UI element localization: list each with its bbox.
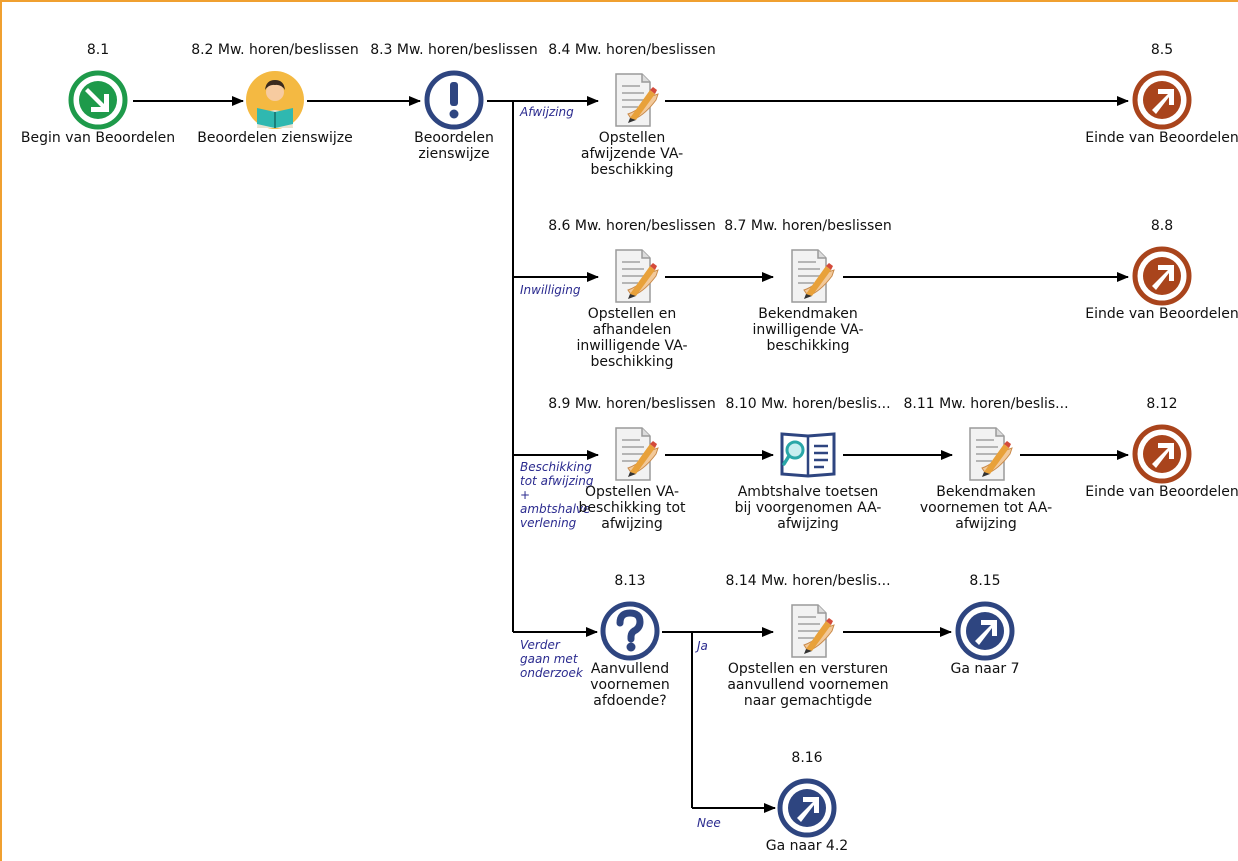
node-label: Ga naar 4.2 <box>765 838 849 854</box>
document-edit-icon <box>791 604 835 658</box>
edge-label-ja: Ja <box>697 639 708 653</box>
node-8-8[interactable]: 8.8 Einde van Beoordelen <box>1085 218 1238 348</box>
node-label: Einde van Beoordelen <box>1085 306 1238 322</box>
node-number: 8.12 <box>1146 396 1178 412</box>
node-label: Beoordelen zienswijze <box>414 130 494 162</box>
node-number: 8.2 Mw. horen/beslissen <box>191 42 359 58</box>
exclamation-gateway-icon <box>424 70 484 130</box>
node-label: Ga naar 7 <box>950 661 1020 677</box>
edge-label-afwijzing: Afwijzing <box>520 105 574 119</box>
node-8-16[interactable]: 8.16 Ga naar 4.2 <box>757 750 857 860</box>
node-label: Aanvullend voornemen afdoende? <box>590 661 670 709</box>
node-number: 8.8 <box>1150 218 1174 234</box>
end-event-icon <box>1132 70 1192 130</box>
node-8-12[interactable]: 8.12 Einde van Beoordelen <box>1085 396 1238 526</box>
node-8-11[interactable]: 8.11 Mw. horen/beslis... Bekendmaken voo… <box>903 396 1068 546</box>
node-number: 8.7 Mw. horen/beslissen <box>724 218 892 234</box>
node-8-15[interactable]: 8.15 Ga naar 7 <box>935 573 1035 703</box>
node-8-14[interactable]: 8.14 Mw. horen/beslis... Opstellen en ve… <box>725 573 890 723</box>
node-8-3[interactable]: 8.3 Mw. horen/beslissen Beoordelen ziens… <box>370 42 538 172</box>
node-8-4[interactable]: 8.4 Mw. horen/beslissen Opstellen afwijz… <box>548 42 716 182</box>
node-number: 8.5 <box>1150 42 1174 58</box>
node-8-9[interactable]: 8.9 Mw. horen/beslissen Opstellen VA-bes… <box>548 396 716 546</box>
node-number: 8.11 Mw. horen/beslis... <box>903 396 1069 412</box>
goto-link-icon <box>955 601 1015 661</box>
node-8-1[interactable]: 8.1 Begin van Beoordelen <box>21 42 175 172</box>
node-number: 8.3 Mw. horen/beslissen <box>370 42 538 58</box>
document-edit-icon <box>791 249 835 303</box>
node-label: Einde van Beoordelen <box>1085 130 1238 146</box>
node-label: Bekendmaken inwilligende VA-beschikking <box>752 306 864 354</box>
question-gateway-icon <box>600 601 660 661</box>
document-edit-icon <box>969 427 1013 481</box>
node-label: Opstellen afwijzende VA-beschikking <box>580 130 684 178</box>
node-number: 8.1 <box>86 42 110 58</box>
document-edit-icon <box>615 73 659 127</box>
node-8-2[interactable]: 8.2 Mw. horen/beslissen Beoordelen ziens… <box>191 42 359 172</box>
node-number: 8.6 Mw. horen/beslissen <box>548 218 716 234</box>
node-number: 8.9 Mw. horen/beslissen <box>548 396 716 412</box>
end-event-icon <box>1132 246 1192 306</box>
document-edit-icon <box>615 427 659 481</box>
node-8-13[interactable]: 8.13 Aanvullend voornemen afdoende? <box>580 573 680 723</box>
node-label: Opstellen en afhandelen inwilligende VA-… <box>576 306 688 370</box>
edge-8.3-branch-trunk <box>487 100 514 632</box>
node-number: 8.14 Mw. horen/beslis... <box>725 573 891 589</box>
end-event-icon <box>1132 424 1192 484</box>
node-label: Begin van Beoordelen <box>20 130 176 146</box>
node-label: Einde van Beoordelen <box>1085 484 1238 500</box>
person-reading-icon <box>246 71 304 129</box>
document-edit-icon <box>615 249 659 303</box>
goto-link-icon <box>777 778 837 838</box>
node-number: 8.4 Mw. horen/beslissen <box>548 42 716 58</box>
node-number: 8.16 <box>791 750 823 766</box>
node-label: Beoordelen zienswijze <box>197 130 353 146</box>
node-label: Ambtshalve toetsen bij voorgenomen AA-af… <box>734 484 882 532</box>
node-8-6[interactable]: 8.6 Mw. horen/beslissen Opstellen en afh… <box>548 218 716 378</box>
node-label: Opstellen en versturen aanvullend voorne… <box>727 661 889 709</box>
node-number: 8.10 Mw. horen/beslis... <box>725 396 891 412</box>
edge-label-beschikking: Beschikking tot afwijzing + ambtshalve v… <box>520 460 594 530</box>
node-number: 8.15 <box>969 573 1001 589</box>
node-number: 8.13 <box>614 573 646 589</box>
book-search-icon <box>780 432 836 478</box>
node-8-10[interactable]: 8.10 Mw. horen/beslis... Ambtshalve toet… <box>725 396 890 546</box>
start-event-icon <box>68 70 128 130</box>
node-8-5[interactable]: 8.5 Einde van Beoordelen <box>1085 42 1238 172</box>
edge-label-inwilliging: Inwilliging <box>520 283 581 297</box>
edge-label-nee: Nee <box>697 816 721 830</box>
edge-label-verder: Verder gaan met onderzoek <box>520 638 583 680</box>
node-label: Bekendmaken voornemen tot AA-afwijzing <box>919 484 1053 532</box>
node-label: Opstellen VA-beschikking tot afwijzing <box>578 484 686 532</box>
node-8-7[interactable]: 8.7 Mw. horen/beslissen Bekendmaken inwi… <box>724 218 892 358</box>
